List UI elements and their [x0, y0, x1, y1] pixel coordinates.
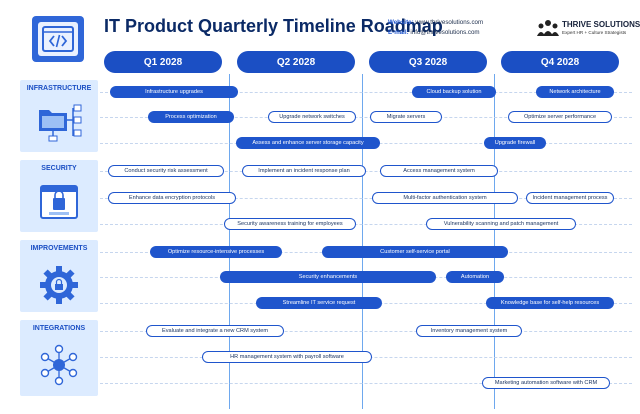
brand-tagline: Expert HR + Culture Strategists — [562, 30, 627, 35]
task-bar[interactable]: Network architecture — [536, 86, 614, 98]
task-bar[interactable]: Automation — [446, 271, 504, 283]
section-label: INFRASTRUCTURE — [26, 85, 92, 92]
section-security: SECURITY — [20, 160, 98, 232]
code-window-icon — [38, 22, 78, 56]
task-bar[interactable]: Optimize server performance — [508, 111, 612, 123]
row-guide — [100, 224, 632, 225]
task-bar[interactable]: Access management system — [380, 165, 498, 177]
quarter-divider — [229, 74, 230, 409]
website-link[interactable]: www.thrivesolutions.com — [415, 19, 484, 26]
email-link[interactable]: info@thrivesolutions.com — [410, 28, 480, 36]
contact-info: Website: www.thrivesolutions.com E-mail:… — [388, 18, 483, 37]
secure-browser-icon — [40, 185, 78, 219]
task-bar[interactable]: Upgrade network switches — [268, 111, 356, 123]
task-bar[interactable]: Cloud backup solution — [412, 86, 496, 98]
task-bar[interactable]: Enhance data encryption protocols — [108, 192, 236, 204]
quarter-header-q3: Q3 2028 — [369, 51, 487, 73]
task-bar[interactable]: Multi-factor authentication system — [372, 192, 518, 204]
task-bar[interactable]: Conduct security risk assessment — [108, 165, 224, 177]
task-bar[interactable]: Vulnerability scanning and patch managem… — [426, 218, 576, 230]
task-bar[interactable]: Marketing automation software with CRM — [482, 377, 610, 389]
section-label: SECURITY — [41, 165, 77, 172]
task-bar[interactable]: Incident management process — [526, 192, 614, 204]
row-guide — [100, 92, 632, 93]
task-bar[interactable]: Migrate servers — [370, 111, 442, 123]
task-bar[interactable]: Customer self-service portal — [322, 246, 508, 258]
brand-name: THRIVE SOLUTIONS — [562, 20, 640, 29]
section-integrations: INTEGRATIONS — [20, 320, 98, 396]
brand-block: THRIVE SOLUTIONS Expert HR + Culture Str… — [536, 16, 640, 42]
row-guide — [100, 383, 632, 384]
task-bar[interactable]: Infrastructure upgrades — [110, 86, 238, 98]
quarter-header-q4: Q4 2028 — [501, 51, 619, 73]
quarter-divider — [362, 74, 363, 409]
section-label: INTEGRATIONS — [32, 325, 86, 332]
task-bar[interactable]: Process optimization — [148, 111, 234, 123]
task-bar[interactable]: Security enhancements — [220, 271, 436, 283]
task-bar[interactable]: Optimize resource-intensive processes — [150, 246, 282, 258]
section-label: IMPROVEMENTS — [30, 245, 88, 252]
team-icon — [537, 20, 559, 36]
row-guide — [100, 198, 632, 199]
task-bar[interactable]: Inventory management system — [416, 325, 522, 337]
task-bar[interactable]: Upgrade firewall — [484, 137, 546, 149]
email-label: E-mail: — [388, 28, 409, 36]
task-bar[interactable]: Evaluate and integrate a new CRM system — [146, 325, 284, 337]
task-bar[interactable]: Streamline IT service request — [256, 297, 382, 309]
task-bar[interactable]: Security awareness training for employee… — [224, 218, 356, 230]
task-bar[interactable]: Implement an incident response plan — [242, 165, 366, 177]
row-guide — [100, 171, 632, 172]
network-users-icon — [40, 344, 78, 386]
row-guide — [100, 117, 632, 118]
section-improvements: IMPROVEMENTS — [20, 240, 98, 312]
website-label: Website: — [388, 19, 414, 26]
task-bar[interactable]: Assess and enhance server storage capaci… — [236, 137, 380, 149]
quarter-divider — [494, 74, 495, 409]
row-guide — [100, 331, 632, 332]
quarter-header-q1: Q1 2028 — [104, 51, 222, 73]
page-title: IT Product Quarterly Timeline Roadmap — [104, 16, 443, 36]
quarter-header-q2: Q2 2028 — [237, 51, 355, 73]
gear-lock-icon — [40, 266, 78, 304]
folder-tree-icon — [39, 104, 82, 142]
task-bar[interactable]: Knowledge base for self-help resources — [486, 297, 614, 309]
task-bar[interactable]: HR management system with payroll softwa… — [202, 351, 372, 363]
app-logo — [32, 16, 84, 62]
section-infrastructure: INFRASTRUCTURE — [20, 80, 98, 152]
